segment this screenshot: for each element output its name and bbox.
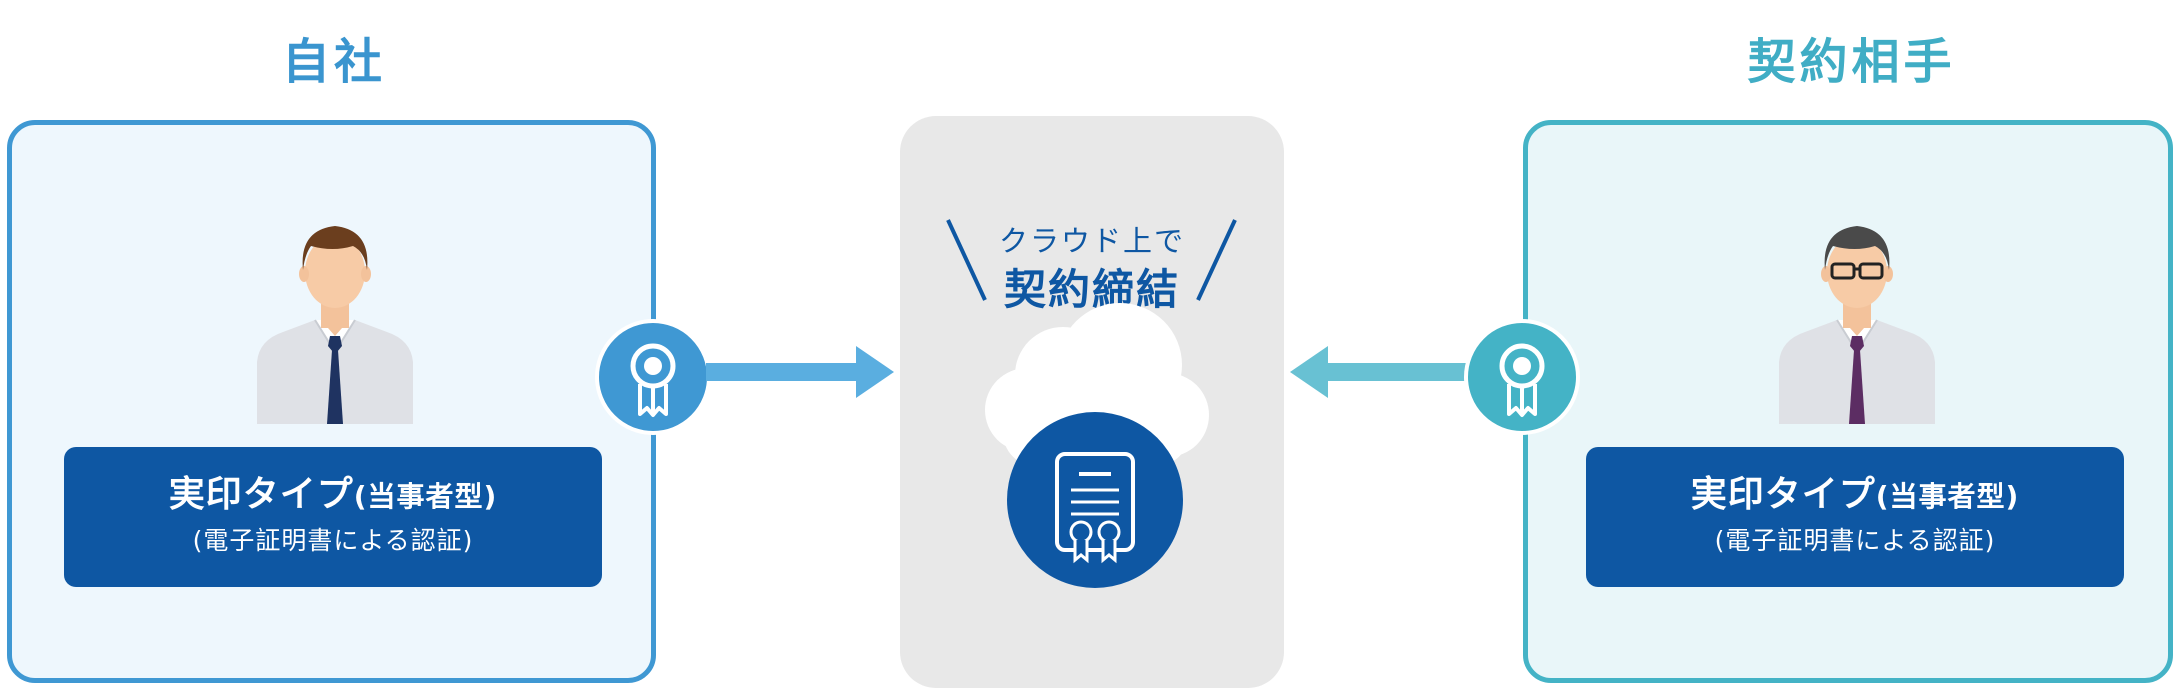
right-seal-type-badge: 実印タイプ(当事者型) (電子証明書による認証) [1586,447,2124,587]
badge-sub-label: (電子証明書による認証) [1714,526,1996,555]
person-with-glasses-icon [1779,226,1935,424]
arrow-right-icon [706,346,894,398]
document-certificate-icon [1007,412,1183,588]
badge-paren-label: (当事者型) [1875,480,2020,513]
badge-main-label: 実印タイプ [1690,474,1876,515]
cloud-big-caption: 契約締結 [1003,265,1180,314]
badge-paren-label: (当事者型) [353,480,498,513]
cloud-small-caption: クラウド上で [998,224,1185,258]
badge-sub-label: (電子証明書による認証) [192,526,474,555]
certificate-seal-icon [1464,319,1580,435]
cloud-icon [946,219,1237,588]
left-seal-type-badge: 実印タイプ(当事者型) (電子証明書による認証) [64,447,602,587]
person-icon [257,226,413,424]
right-party-title: 契約相手 [1747,34,1956,90]
left-party-title: 自社 [281,34,386,90]
arrow-left-icon [1290,346,1478,398]
badge-main-label: 実印タイプ [168,474,354,515]
certificate-seal-icon [595,319,711,435]
